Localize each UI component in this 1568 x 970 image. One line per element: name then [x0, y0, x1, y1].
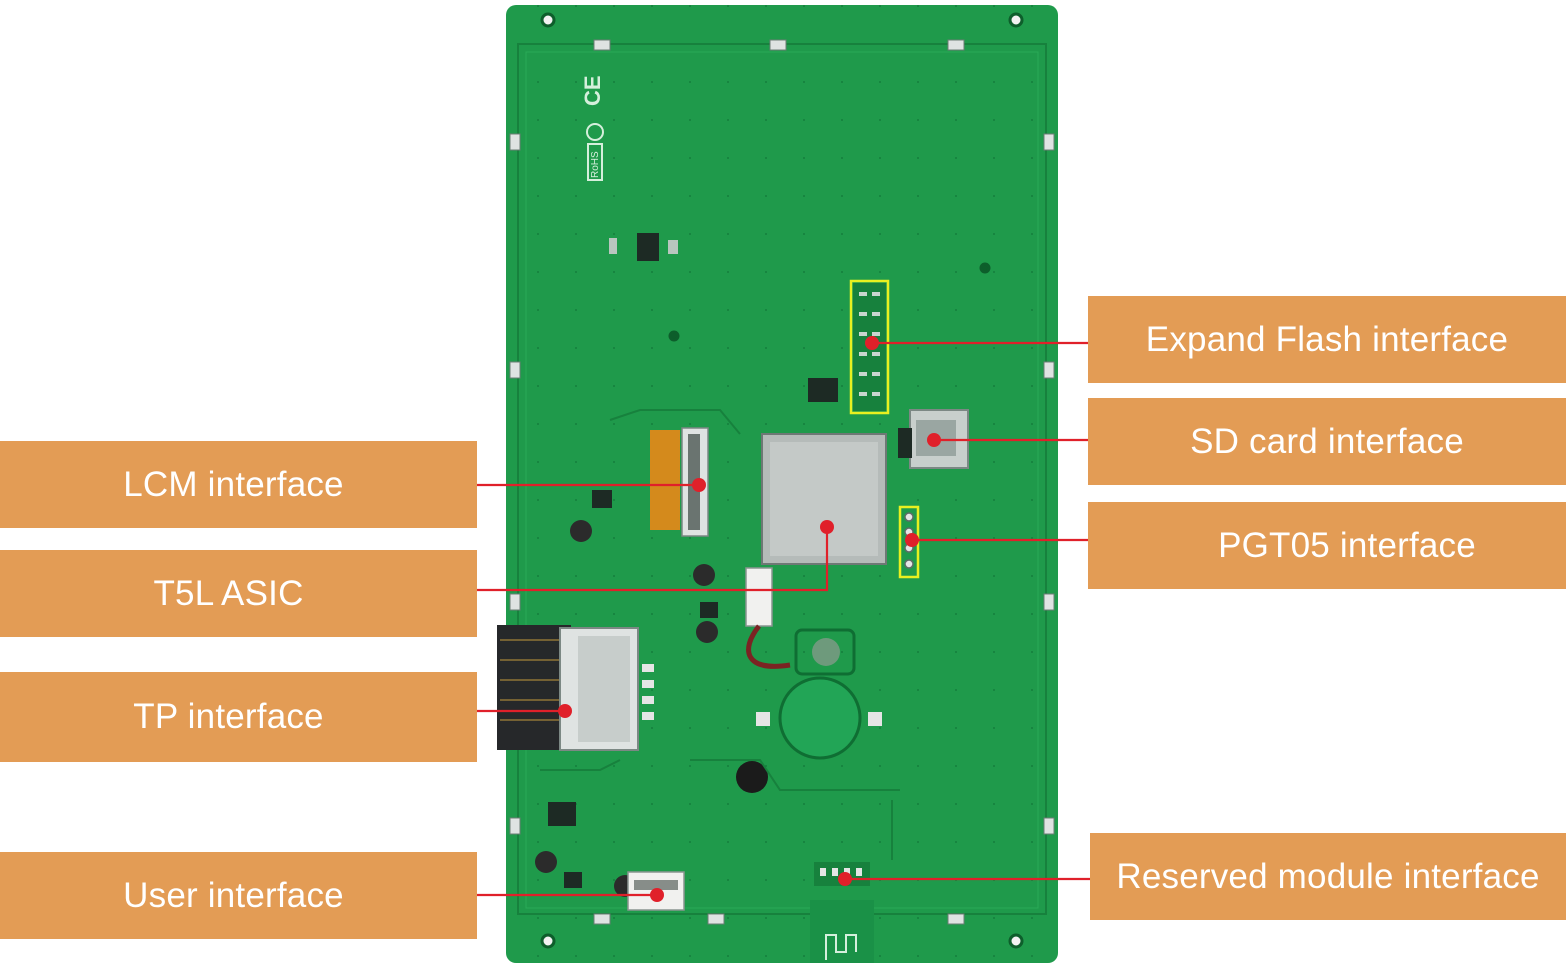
tp-connector — [497, 625, 654, 751]
flash-highlight — [849, 279, 890, 415]
mounting-holes — [540, 12, 1024, 949]
label-user-text: User interface — [123, 875, 344, 915]
label-reserved-module-text: Reserved module interface — [1116, 856, 1540, 896]
edge-clips — [509, 39, 1055, 925]
battery-holder — [756, 628, 882, 760]
sd-card-slot — [898, 409, 969, 469]
certification-marks: CE RoHS — [580, 75, 605, 181]
label-user: User interface — [0, 852, 477, 939]
capacitors — [535, 490, 718, 897]
user-connector — [548, 802, 685, 911]
label-sd-card: SD card interface — [1088, 398, 1566, 485]
label-t5l-asic-text: T5L ASIC — [153, 573, 304, 613]
label-lcm-text: LCM interface — [123, 464, 344, 504]
leader-line-dots — [558, 336, 941, 902]
jst-connector — [745, 567, 791, 669]
label-expand-flash: Expand Flash interface — [1088, 296, 1566, 383]
pcb-traces — [540, 409, 900, 860]
label-reserved-module: Reserved module interface — [1090, 833, 1566, 920]
label-sd-card-text: SD card interface — [1190, 421, 1464, 461]
leader-lines — [477, 341, 1090, 897]
label-pgt05: PGT05 interface — [1088, 502, 1566, 589]
rohs-mark: RoHS — [590, 151, 601, 178]
label-t5l-asic: T5L ASIC — [0, 550, 477, 637]
ce-mark: CE — [580, 75, 605, 106]
t5l-asic-chip — [761, 433, 887, 565]
buzzer — [736, 761, 768, 793]
label-tp-text: TP interface — [133, 697, 324, 736]
label-tp: TP interface — [0, 672, 477, 762]
label-pgt05-text: PGT05 interface — [1218, 525, 1476, 565]
label-lcm: LCM interface — [0, 441, 477, 528]
small-ic — [609, 233, 678, 261]
label-expand-flash-text: Expand Flash interface — [1145, 319, 1509, 359]
